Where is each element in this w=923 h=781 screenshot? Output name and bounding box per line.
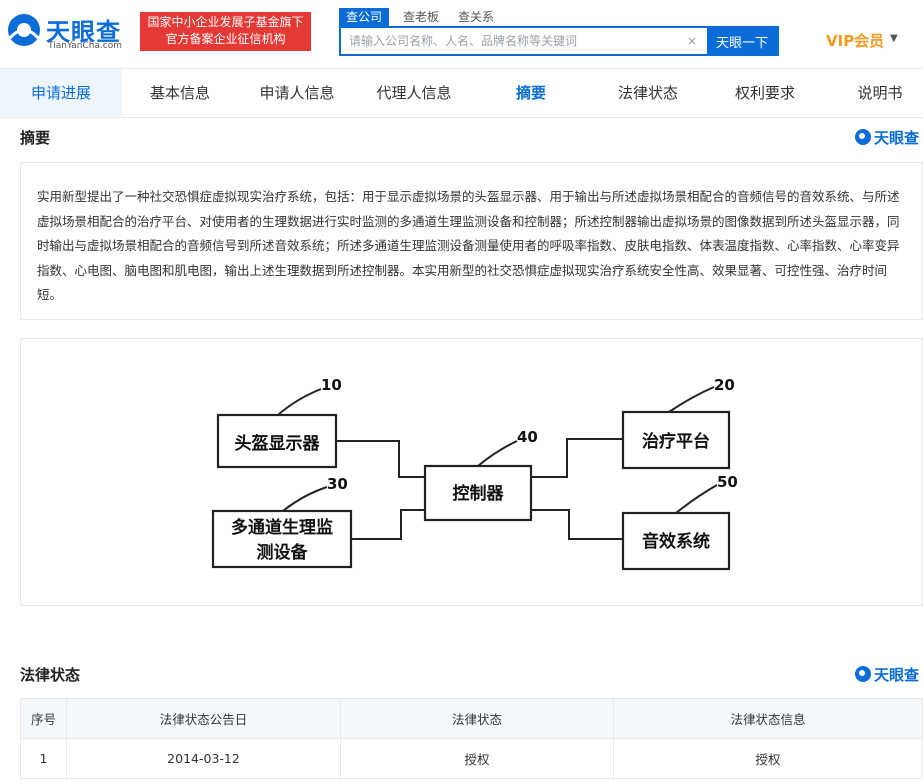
slogan-line1: 国家中小企业发展子基金旗下 bbox=[147, 15, 304, 29]
link-controller-audio bbox=[531, 509, 623, 540]
search-box: × 天眼一下 bbox=[339, 26, 779, 56]
link-controller-platform bbox=[531, 438, 623, 478]
block-physio-monitor-label-1: 多通道生理监 bbox=[231, 517, 333, 538]
tab-claims[interactable]: 权利要求 bbox=[734, 84, 795, 102]
patent-figure: 头盔显示器 治疗平台 多通道生理监 测设备 控制器 音效系统 10 20 30 … bbox=[20, 338, 923, 606]
legal-status-title: 法律状态 bbox=[20, 666, 81, 684]
block-physio-monitor-label-2: 测设备 bbox=[257, 542, 309, 563]
cell-status: 授权 bbox=[340, 738, 614, 779]
cell-info: 授权 bbox=[613, 738, 923, 779]
legal-status-table: 序号 法律状态公告日 法律状态 法律状态信息 1 2014-03-12 授权 授… bbox=[20, 698, 923, 779]
search-button[interactable]: 天眼一下 bbox=[707, 28, 777, 54]
block-treatment-platform bbox=[621, 410, 731, 470]
cell-index: 1 bbox=[20, 738, 67, 779]
tab-description[interactable]: 说明书 bbox=[857, 84, 903, 102]
ref-number-50: 50 bbox=[717, 473, 738, 491]
legal-brand-logo: 天眼查 bbox=[854, 664, 919, 685]
ref-number-20: 20 bbox=[714, 376, 735, 394]
tab-application-progress[interactable]: 申请进展 bbox=[0, 69, 122, 117]
section-nav: 申请进展 基本信息 申请人信息 代理人信息 摘要 法律状态 权利要求 说明书 bbox=[0, 68, 923, 118]
logo-icon bbox=[8, 14, 40, 46]
tab-legal-status[interactable]: 法律状态 bbox=[617, 84, 678, 102]
slogan-banner: 国家中小企业发展子基金旗下 官方备案企业征信机构 bbox=[140, 12, 311, 51]
col-status: 法律状态 bbox=[340, 698, 614, 739]
link-helmet-controller bbox=[336, 440, 425, 478]
search-tab-boss[interactable]: 查老板 bbox=[403, 10, 440, 24]
leader-50 bbox=[675, 484, 718, 514]
block-controller bbox=[423, 464, 533, 522]
vip-member-link[interactable]: VIP会员 bbox=[826, 32, 885, 50]
col-status-info: 法律状态信息 bbox=[613, 698, 923, 739]
tab-applicant-info[interactable]: 申请人信息 bbox=[259, 84, 335, 102]
block-diagram: 头盔显示器 治疗平台 多通道生理监 测设备 控制器 音效系统 10 20 30 … bbox=[211, 376, 738, 571]
legal-brand-text: 天眼查 bbox=[873, 666, 919, 684]
leader-30 bbox=[282, 486, 328, 512]
block-helmet-display-label: 头盔显示器 bbox=[235, 433, 321, 454]
brand-icon bbox=[854, 666, 871, 682]
tab-basic-info[interactable]: 基本信息 bbox=[149, 84, 210, 102]
abstract-text: 实用新型提出了一种社交恐惧症虚拟现实治疗系统，包括：用于显示虚拟场景的头盔显示器… bbox=[20, 162, 923, 320]
block-physio-monitor bbox=[211, 509, 353, 569]
logo-domain: TianYanCha.com bbox=[48, 41, 123, 51]
slogan-line2: 官方备案企业征信机构 bbox=[165, 32, 286, 46]
col-index: 序号 bbox=[20, 698, 67, 739]
col-announce-date: 法律状态公告日 bbox=[66, 698, 341, 739]
block-treatment-platform-label: 治疗平台 bbox=[642, 431, 710, 452]
search-tab-relation[interactable]: 查关系 bbox=[458, 10, 495, 24]
leader-10 bbox=[277, 388, 322, 416]
search-input[interactable] bbox=[341, 28, 681, 54]
ref-number-10: 10 bbox=[321, 376, 342, 394]
ref-number-40: 40 bbox=[517, 428, 538, 446]
link-monitor-controller bbox=[351, 509, 425, 540]
table-header-row: 序号 法律状态公告日 法律状态 法律状态信息 bbox=[20, 698, 923, 739]
tab-agent-info[interactable]: 代理人信息 bbox=[376, 84, 452, 102]
brand-icon bbox=[854, 129, 871, 145]
abstract-brand-text: 天眼查 bbox=[873, 129, 919, 147]
search-tab-company[interactable]: 查公司 bbox=[339, 8, 390, 26]
leader-40 bbox=[477, 440, 518, 467]
block-controller-label: 控制器 bbox=[453, 483, 505, 504]
top-header: 天眼查 TianYanCha.com 国家中小企业发展子基金旗下 官方备案企业征… bbox=[0, 0, 923, 68]
ref-number-30: 30 bbox=[327, 475, 348, 493]
cell-date: 2014-03-12 bbox=[66, 738, 341, 779]
logo-text: 天眼查 bbox=[46, 18, 121, 46]
leader-20 bbox=[668, 386, 715, 413]
abstract-brand-logo: 天眼查 bbox=[854, 127, 919, 148]
clear-icon[interactable]: × bbox=[686, 34, 698, 48]
tianyancha-logo[interactable]: 天眼查 TianYanCha.com bbox=[6, 10, 130, 54]
abstract-title: 摘要 bbox=[20, 129, 51, 147]
table-row: 1 2014-03-12 授权 授权 bbox=[20, 738, 923, 779]
caret-down-icon[interactable]: ▼ bbox=[890, 33, 898, 44]
block-audio-system bbox=[621, 511, 731, 571]
tab-abstract[interactable]: 摘要 bbox=[515, 84, 546, 102]
block-audio-system-label: 音效系统 bbox=[642, 531, 710, 552]
